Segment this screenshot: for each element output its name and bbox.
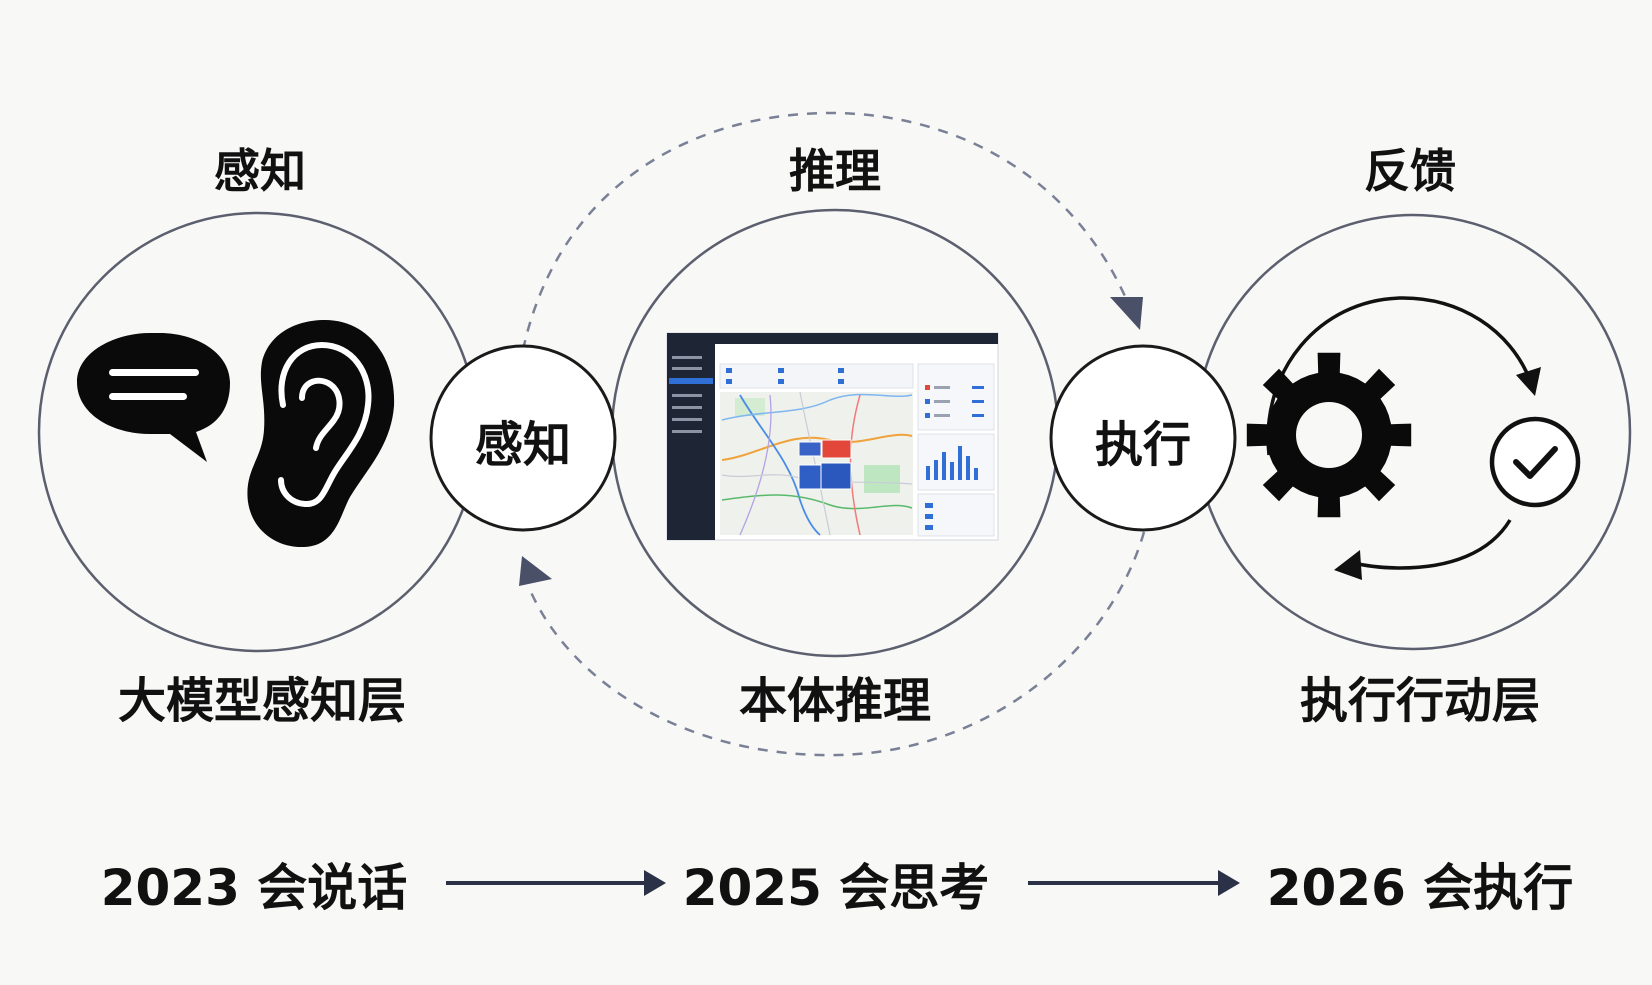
map-dashboard-icon	[666, 332, 999, 541]
checkmark-circle-icon	[1489, 416, 1581, 508]
ear-icon	[247, 320, 395, 548]
cycle-arc-upper-arrowhead	[1516, 367, 1541, 396]
cycle-arc-bottom-arrowhead	[519, 556, 552, 586]
timeline-item-2026: 2026 会执行	[1266, 859, 1574, 917]
cycle-arc-bottom	[528, 531, 1146, 757]
gear-hole	[1296, 402, 1362, 468]
node-circle-execution	[1049, 344, 1237, 532]
stage-caption-reasoning: 本体推理	[738, 673, 932, 729]
stage-caption-feedback: 执行行动层	[1299, 673, 1541, 729]
cycle-arc-top-arrowhead	[1110, 297, 1143, 330]
node-circle-perception	[429, 344, 617, 532]
cycle-arc-lower-arrowhead	[1334, 550, 1362, 580]
chat-bubble-icon	[77, 333, 230, 462]
cycle-arc-top	[521, 111, 1135, 351]
stage-ring-perception	[37, 211, 479, 653]
node-label-execution: 执行	[1094, 417, 1192, 473]
timeline-item-2025: 2025 会思考	[682, 859, 990, 917]
timeline-item-2023: 2023 会说话	[100, 859, 408, 917]
cycle-arc-lower	[1349, 519, 1512, 570]
stage-title-perception: 感知	[214, 144, 306, 198]
stage-title-feedback: 反馈	[1364, 144, 1456, 198]
stage-title-reasoning: 推理	[789, 144, 881, 198]
stage-caption-perception: 大模型感知层	[117, 673, 407, 729]
node-label-perception: 感知	[474, 417, 572, 473]
gear-icon	[1246, 352, 1412, 518]
timeline-arrowhead-2	[1218, 870, 1240, 896]
timeline-arrowhead-1	[644, 870, 666, 896]
